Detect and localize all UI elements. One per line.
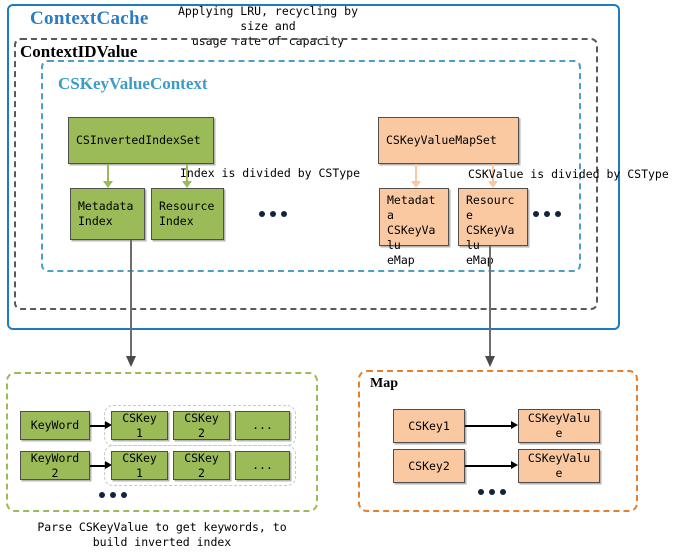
edge-map-row-2-line xyxy=(465,465,513,467)
container-context-cache-title: ContextCache xyxy=(30,8,149,29)
ellipsis-index-children xyxy=(259,211,287,217)
edge-map-to-metadata-arrow xyxy=(411,181,421,188)
edge-map-to-resource-line xyxy=(492,164,494,182)
node-map-key-2[interactable]: CSKey2 xyxy=(393,449,465,483)
ellipsis-map-children xyxy=(533,211,561,217)
edge-index-to-metadata-line xyxy=(107,164,109,182)
node-row2-value-more: ... xyxy=(235,451,290,480)
node-metadata-index[interactable]: Metadata Index xyxy=(70,188,145,240)
container-context-id-value xyxy=(14,38,598,310)
node-map-key-1[interactable]: CSKey1 xyxy=(393,409,465,443)
edge-keyword-2-arrow xyxy=(105,461,112,469)
node-map-value-1[interactable]: CSKeyValue xyxy=(518,409,600,443)
edge-keyword-2-line xyxy=(90,465,106,467)
edge-keyword-1-line xyxy=(90,425,106,427)
edge-index-to-metadata-arrow xyxy=(103,181,113,188)
ellipsis-map-rows xyxy=(478,489,506,495)
ellipsis-inverted-index-rows xyxy=(99,492,127,498)
node-resource-index[interactable]: Resource Index xyxy=(151,188,224,240)
container-context-id-value-title: ContextIDValue xyxy=(20,42,138,61)
edge-map-row-2-arrow xyxy=(511,461,518,469)
panel-map xyxy=(358,370,638,512)
node-row1-value-2[interactable]: CSKey2 xyxy=(173,411,230,440)
node-resource-cs-key-value-map[interactable]: Resource CSKeyValu eMap xyxy=(458,188,528,267)
edge-map-to-panel-line xyxy=(489,246,491,360)
edge-metadata-index-to-panel-line xyxy=(130,240,132,360)
node-map-value-2[interactable]: CSKeyValue xyxy=(518,449,600,483)
container-cs-key-value-context-title: CSKeyValueContext xyxy=(58,74,208,93)
container-context-cache xyxy=(7,4,620,330)
node-cs-inverted-index-set[interactable]: CSInvertedIndexSet xyxy=(68,117,214,164)
node-cs-key-value-map-set[interactable]: CSKeyValueMapSet xyxy=(378,117,519,164)
container-cs-key-value-context xyxy=(41,60,581,272)
edge-label-index-divided: Index is divided by CSType xyxy=(180,166,361,180)
edge-index-to-resource-line xyxy=(186,164,188,182)
panel-inverted-index xyxy=(6,372,318,512)
edge-map-to-metadata-line xyxy=(415,164,417,182)
note-lru-policy: Applying LRU, recycling by size and usag… xyxy=(177,4,358,48)
edge-metadata-index-to-panel-arrow xyxy=(126,356,136,367)
node-row2-value-2[interactable]: CSKey2 xyxy=(173,451,230,480)
edge-index-to-resource-arrow xyxy=(182,181,192,188)
edge-label-cskvalue-divided: CSKValue is divided by CSType xyxy=(468,167,669,181)
edge-map-row-1-line xyxy=(465,425,513,427)
node-keyword-2[interactable]: KeyWord2 xyxy=(20,451,90,480)
caption-inverted-index: Parse CSKeyValue to get keywords, to bui… xyxy=(37,520,287,549)
edge-map-to-resource-arrow xyxy=(488,181,498,188)
node-keyword-1[interactable]: KeyWord xyxy=(20,411,90,440)
group-keyword-2-values xyxy=(104,445,296,486)
edge-map-row-1-arrow xyxy=(511,421,518,429)
node-row1-value-more: ... xyxy=(235,411,290,440)
panel-map-title: Map xyxy=(370,376,398,391)
edge-keyword-1-arrow xyxy=(105,421,112,429)
node-metadata-cs-key-value-map[interactable]: Metadata CSKeyValu eMap xyxy=(379,188,449,267)
node-row2-value-1[interactable]: CSKey1 xyxy=(111,451,168,480)
node-row1-value-1[interactable]: CSKey1 xyxy=(111,411,168,440)
edge-map-to-panel-arrow xyxy=(485,356,495,367)
